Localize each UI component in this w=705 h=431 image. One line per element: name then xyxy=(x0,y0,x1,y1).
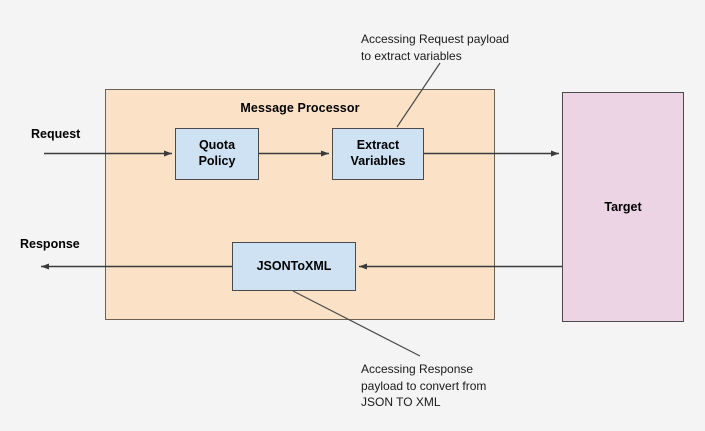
policy-label-jsontoxml: JSONToXML xyxy=(256,258,332,273)
policy-box-jsontoxml[interactable]: JSONToXML xyxy=(232,242,356,291)
annotation-response-note-line2: payload to convert from xyxy=(361,378,487,393)
response-label: Response xyxy=(20,237,80,251)
policy-box-quota[interactable]: Quota Policy xyxy=(175,128,259,180)
request-label: Request xyxy=(31,127,81,141)
policy-label-extract: Extract Variables xyxy=(351,138,406,169)
policy-label-extract-line2: Variables xyxy=(350,154,406,168)
annotation-request-note: Accessing Request payload to extract var… xyxy=(361,31,509,64)
leader-line-request-note xyxy=(396,62,441,128)
annotation-response-note: Accessing Response payload to convert fr… xyxy=(361,361,486,411)
policy-label-quota-line2: Policy xyxy=(198,154,236,168)
policy-label-quota-line1: Quota xyxy=(198,138,236,153)
policy-label-quota: Quota Policy xyxy=(199,138,236,169)
target-box[interactable]: Target xyxy=(562,92,684,322)
annotation-response-note-line1: Accessing Response xyxy=(361,362,474,376)
policy-label-extract-line1: Extract xyxy=(356,138,400,153)
policy-box-extract-variables[interactable]: Extract Variables xyxy=(332,128,424,180)
target-label: Target xyxy=(604,200,642,214)
message-processor-label: Message Processor xyxy=(240,101,360,115)
leader-line-response-note xyxy=(292,290,421,357)
annotation-request-note-line2: to extract variables xyxy=(361,48,462,63)
annotation-response-note-line3: JSON TO XML xyxy=(361,395,441,410)
annotation-request-note-line1: Accessing Request payload xyxy=(361,32,510,46)
